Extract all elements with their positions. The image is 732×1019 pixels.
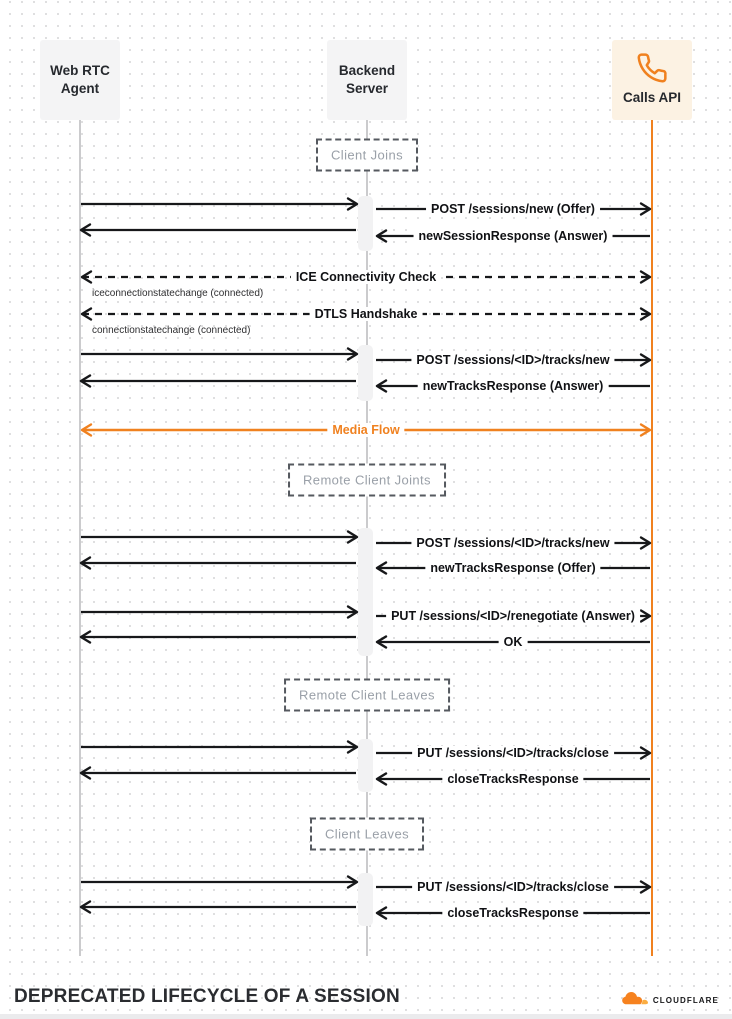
message-arrow-left-half (69, 527, 369, 552)
activation-bar (358, 739, 373, 792)
message-label: closeTracksResponse (442, 772, 584, 786)
message-label: newTracksResponse (Offer) (425, 561, 601, 575)
actor-web-rtc-agent: Web RTC Agent (40, 40, 120, 120)
lifeline-web-rtc-agent (79, 120, 81, 956)
bottom-strip (0, 1014, 732, 1019)
actor-backend-server-label: Backend Server (338, 62, 396, 96)
activation-bar (358, 345, 373, 401)
event-arrow (70, 304, 662, 329)
event-sublabel: connectionstatechange (connected) (92, 325, 251, 336)
event-arrow (70, 267, 662, 292)
message-arrow-left-half (69, 344, 369, 369)
message-arrow-left-half (69, 763, 368, 788)
event-label: DTLS Handshake (309, 307, 423, 321)
message-arrow-left-half (69, 627, 368, 652)
activation-bar (358, 196, 373, 251)
cloudflare-cloud-icon (622, 991, 649, 1010)
cloudflare-logo: CLOUDFLARE (622, 991, 719, 1010)
actor-backend-server: Backend Server (327, 40, 407, 120)
message-label: POST /sessions/new (Offer) (426, 202, 600, 216)
actor-calls-api-label: Calls API (622, 90, 682, 106)
phone-icon (636, 52, 668, 84)
message-label: newTracksResponse (Answer) (417, 379, 609, 393)
actor-web-rtc-agent-label: Web RTC Agent (50, 62, 110, 96)
diagram-title: DEPRECATED LIFECYCLE OF A SESSION (14, 986, 400, 1007)
message-arrow-left-half (69, 220, 368, 245)
cloudflare-logo-text: CLOUDFLARE (652, 996, 719, 1005)
message-arrow-left-half (69, 897, 368, 922)
message-arrow-left-half (69, 872, 369, 897)
message-arrow-left-half (69, 553, 368, 578)
message-arrow-left-half (69, 194, 369, 219)
section-client-joins: Client Joins (316, 138, 418, 172)
actor-calls-api: Calls API (612, 40, 692, 120)
lifeline-calls-api (651, 120, 653, 956)
message-label: POST /sessions/<ID>/tracks/new (411, 536, 615, 550)
event-label: ICE Connectivity Check (290, 270, 442, 284)
message-label: newSessionResponse (Answer) (413, 229, 613, 243)
message-label: closeTracksResponse (442, 906, 584, 920)
message-label: OK (498, 635, 528, 649)
activation-bar (358, 873, 373, 926)
event-sublabel: iceconnectionstatechange (connected) (92, 288, 264, 299)
message-arrow-left-half (69, 371, 368, 396)
media-flow-label: Media Flow (327, 423, 405, 437)
message-arrow-left-half (69, 602, 369, 627)
message-label: PUT /sessions/<ID>/tracks/close (412, 746, 614, 760)
section-client-leaves: Client Leaves (310, 817, 424, 851)
message-arrow-left-half (69, 737, 369, 762)
section-remote-client-leaves: Remote Client Leaves (284, 678, 450, 712)
activation-bar (358, 528, 373, 656)
message-label: PUT /sessions/<ID>/renegotiate (Answer) (386, 609, 640, 623)
message-label: POST /sessions/<ID>/tracks/new (411, 353, 615, 367)
section-remote-client-joints: Remote Client Joints (288, 463, 446, 497)
message-label: PUT /sessions/<ID>/tracks/close (412, 880, 614, 894)
